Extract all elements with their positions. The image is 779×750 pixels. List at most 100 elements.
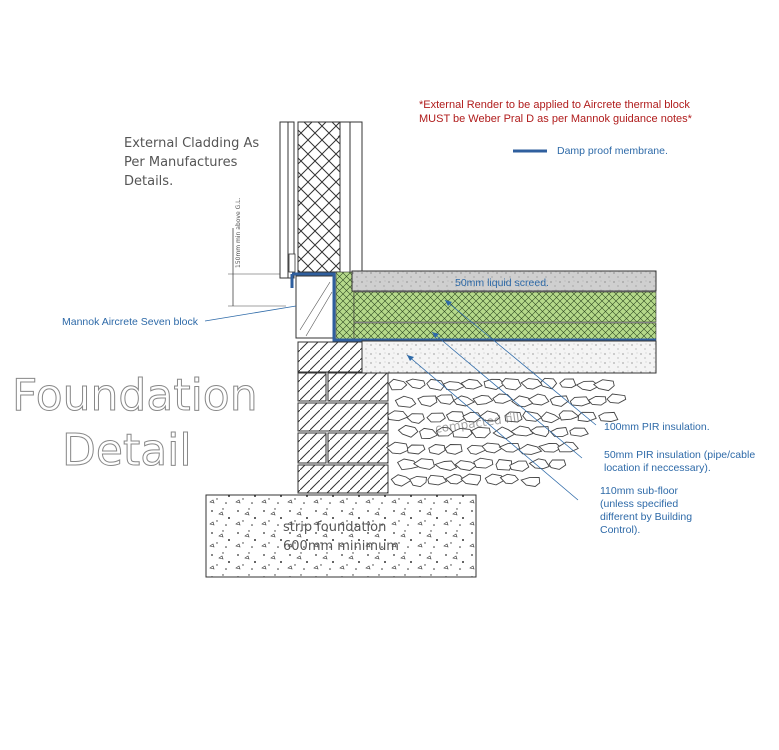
- hardcore-stone: [387, 410, 409, 422]
- hardcore-stone: [499, 473, 519, 485]
- subfloor-arrowhead: [407, 355, 414, 361]
- hardcore-stone: [520, 378, 543, 390]
- strip-foundation-texture: [206, 495, 476, 577]
- hardcore-stone: [427, 474, 448, 486]
- hardcore-stone: [442, 381, 466, 391]
- pir-50-arrowhead: [432, 332, 439, 338]
- subfloor-label-line-3: different by Building: [600, 511, 692, 523]
- inner-plasterboard: [349, 121, 363, 275]
- hardcore-stone: [390, 474, 412, 487]
- hardcore-stone: [549, 427, 569, 438]
- hardcore-stone: [481, 442, 503, 454]
- hardcore-stone: [498, 442, 521, 453]
- dimension-text: 150mm min above G.L.: [235, 198, 242, 268]
- hardcore-stone: [540, 411, 561, 424]
- hardcore-stone: [388, 378, 408, 391]
- block-label: Mannok Aircrete Seven block: [62, 316, 199, 328]
- hardcore-stone: [575, 380, 600, 392]
- cladding-board: [279, 121, 289, 279]
- title-line-1: Foundation: [12, 370, 258, 421]
- hardcore-stone: [569, 427, 589, 437]
- pir-50-label-line-2: location if neccessary).: [604, 462, 711, 474]
- hardcore-stone: [470, 426, 491, 439]
- hardcore-stone: [598, 411, 619, 422]
- hardcore-stone: [417, 395, 438, 407]
- pir-50-label-line-1: 50mm PIR insulation (pipe/cable: [604, 449, 755, 461]
- hardcore-stone: [397, 424, 419, 438]
- hardcore-stone: [479, 410, 501, 422]
- pir-50-hatch: [353, 322, 657, 341]
- hardcore-stone: [548, 459, 567, 470]
- title-line-2: Detail: [62, 425, 192, 476]
- hardcore-stone: [504, 411, 523, 423]
- hardcore-stone: [592, 379, 615, 392]
- screed-label: 50mm liquid screed.: [455, 277, 549, 289]
- blockwork-course-2b: [327, 372, 389, 402]
- hardcore-stone: [394, 395, 417, 408]
- dpm-legend-label: Damp proof membrane.: [557, 145, 668, 157]
- blockwork-course-4a: [297, 432, 327, 464]
- hardcore-stone: [501, 378, 522, 391]
- hardcore-stone: [529, 426, 550, 438]
- hardcore-stone: [606, 393, 627, 404]
- hardcore-stone: [434, 460, 458, 471]
- hardcore-stone: [484, 473, 504, 486]
- hardcore-stone: [473, 457, 494, 469]
- hardcore-stone: [409, 475, 427, 488]
- subfloor-label-line-4: Control).: [600, 524, 640, 536]
- hardcore-stone: [426, 412, 446, 423]
- hardcore-stone: [509, 460, 530, 472]
- cladding-label-line-1: External Cladding As: [124, 136, 259, 151]
- pir-100-arrowhead: [445, 300, 452, 306]
- hardcore-stone: [528, 458, 550, 470]
- hardcore-stone: [412, 458, 435, 470]
- damp-proof-membrane: [290, 272, 656, 342]
- compacted-hardcore: [385, 377, 627, 488]
- pir-50-leader: [431, 331, 583, 459]
- edge-insulation-hatch: [335, 271, 355, 341]
- cladding-label-line-2: Per Manufactures: [124, 155, 238, 170]
- blockwork-course-2a: [297, 372, 327, 402]
- hardcore-stone: [557, 441, 579, 453]
- blockwork-course-5: [297, 464, 389, 494]
- hardcore-stone: [406, 413, 425, 424]
- screed-texture: [352, 271, 656, 291]
- aircrete-block: [295, 275, 335, 339]
- hardcore-stone: [406, 444, 426, 455]
- hardcore-stone: [428, 444, 446, 455]
- hardcore-stone: [559, 378, 577, 389]
- hardcore-stone: [527, 393, 550, 406]
- hardcore-stone: [569, 396, 591, 407]
- block-hatch: [305, 291, 333, 337]
- cladding-label-line-3: Details.: [124, 174, 173, 189]
- hardcore-stone: [492, 393, 513, 404]
- hardcore-stone: [510, 425, 534, 437]
- hardcore-stone: [445, 411, 466, 423]
- hardcore-stone: [587, 395, 607, 406]
- pir-100-label: 100mm PIR insulation.: [604, 421, 710, 433]
- hardcore-stone: [452, 427, 473, 439]
- hardcore-stone: [435, 394, 455, 405]
- block-hatch: [299, 281, 331, 331]
- sole-plate: [288, 253, 296, 273]
- hardcore-stone: [435, 426, 454, 437]
- hardcore-stone: [454, 460, 478, 471]
- subfloor-label-line-1: 110mm sub-floor: [600, 485, 679, 497]
- hardcore-stone: [385, 441, 409, 455]
- sub-floor-texture: [362, 341, 656, 373]
- subfloor-label-line-2: (unless specified: [600, 498, 678, 510]
- hardcore-stone: [577, 411, 597, 422]
- hardcore-stone: [419, 427, 439, 439]
- hardcore-stone: [460, 378, 483, 390]
- inner-lining: [339, 121, 351, 275]
- foundation-label-line-1: strip foundation: [283, 520, 386, 535]
- subfloor-leader: [406, 354, 579, 501]
- hardcore-stone: [558, 410, 580, 421]
- hardcore-stone: [396, 458, 420, 471]
- hardcore-stone: [495, 459, 512, 471]
- hardcore-stone: [520, 476, 541, 487]
- hardcore-stone: [540, 377, 558, 390]
- wall-insulation-hatch: [297, 121, 341, 273]
- hardcore-stone: [444, 473, 465, 485]
